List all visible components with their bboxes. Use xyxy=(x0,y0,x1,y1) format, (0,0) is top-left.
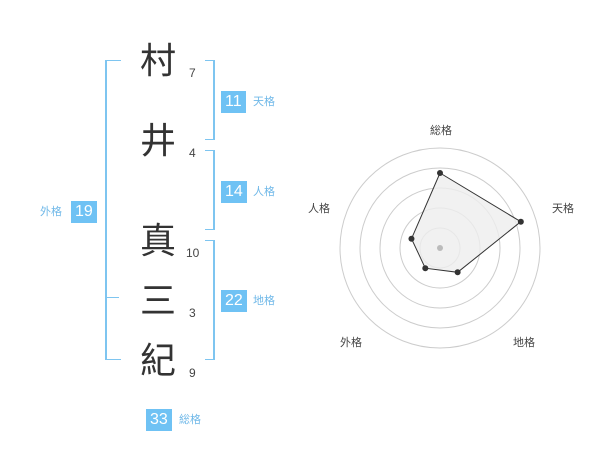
stroke-count-2: 4 xyxy=(189,146,196,160)
soukaku-label: 総格 xyxy=(179,413,201,426)
soukaku-value: 33 xyxy=(146,409,172,431)
radar-point xyxy=(408,235,415,242)
radar-axis-label-3: 地格 xyxy=(513,335,535,349)
name-char-3: 真 xyxy=(140,221,177,262)
name-char-1: 村 xyxy=(140,41,177,82)
radar-axis-label-4: 外格 xyxy=(340,335,362,349)
stroke-count-1: 7 xyxy=(189,66,196,80)
stroke-count-5: 9 xyxy=(189,366,196,380)
radar-axis-label-1: 総格 xyxy=(430,123,452,137)
radar-shape xyxy=(410,172,522,273)
radar-axis-label-5: 人格 xyxy=(308,201,330,215)
stroke-count-4: 3 xyxy=(189,306,196,320)
bracket-chikaku xyxy=(205,240,215,360)
jinkaku-label: 人格 xyxy=(253,185,275,198)
bracket-jinkaku xyxy=(205,150,215,230)
radar-point xyxy=(517,218,524,225)
gaikaku-label: 外格 xyxy=(40,205,62,218)
bracket-gaikaku-tick xyxy=(105,297,119,298)
jinkaku-value: 14 xyxy=(221,181,247,203)
chikaku-value: 22 xyxy=(221,290,247,312)
radar-point xyxy=(437,170,443,176)
radar-axis-label-2: 天格 xyxy=(552,201,574,215)
gaikaku-value: 19 xyxy=(71,201,97,223)
name-char-2: 井 xyxy=(140,121,177,162)
tenkaku-label: 天格 xyxy=(253,95,275,108)
radar-ring xyxy=(359,167,521,329)
stroke-count-3: 10 xyxy=(186,246,200,260)
radar-points xyxy=(408,170,524,276)
bracket-gaikaku xyxy=(105,60,121,360)
radar-point xyxy=(454,269,461,276)
radar-ring xyxy=(339,147,541,349)
tenkaku-value: 11 xyxy=(221,91,246,113)
radar-center-dot xyxy=(437,245,443,251)
chikaku-label: 地格 xyxy=(253,294,275,307)
name-char-5: 紀 xyxy=(140,341,177,382)
radar-point xyxy=(422,265,429,272)
bracket-tenkaku xyxy=(205,60,215,140)
name-char-4: 三 xyxy=(140,281,177,322)
